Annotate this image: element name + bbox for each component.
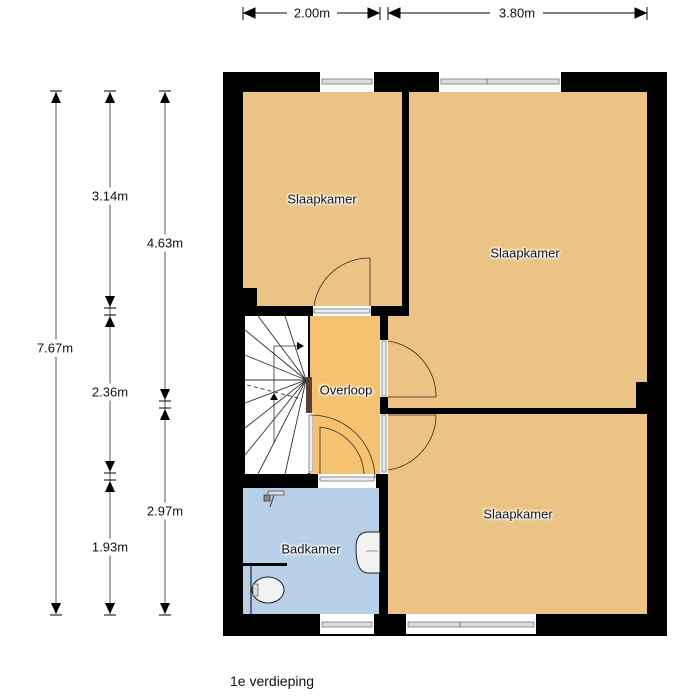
bathroom-fixtures <box>243 490 381 614</box>
dimension-height-bedroom-2: 4.63m <box>146 234 184 252</box>
dimension-height-bedroom-1: 3.14m <box>91 187 129 205</box>
room-label-bedroom-1: Slaapkamer <box>287 191 357 207</box>
bedroom-2-floor <box>409 92 647 408</box>
dimension-width-right: 3.80m <box>498 5 536 21</box>
room-label-bathroom: Badkamer <box>281 541 341 557</box>
dimension-total-height: 7.67m <box>36 339 74 357</box>
stair-treads <box>244 315 312 475</box>
dimension-height-bathroom: 1.93m <box>91 538 129 556</box>
bedroom-1-floor <box>243 92 402 306</box>
room-label-bedroom-2: Slaapkamer <box>490 245 560 261</box>
room-label-landing: Overloop <box>319 382 373 398</box>
windows <box>320 72 561 634</box>
doors <box>308 257 437 488</box>
floor-caption: 1e verdieping <box>230 673 315 689</box>
room-label-bedroom-3: Slaapkamer <box>483 506 553 522</box>
dimension-height-bedroom-3: 2.97m <box>146 502 184 520</box>
dimension-width-left: 2.00m <box>293 5 331 21</box>
dimension-height-landing: 2.36m <box>91 383 129 401</box>
bedroom-3-floor <box>388 414 647 614</box>
horizontal-dimensions <box>242 7 648 20</box>
